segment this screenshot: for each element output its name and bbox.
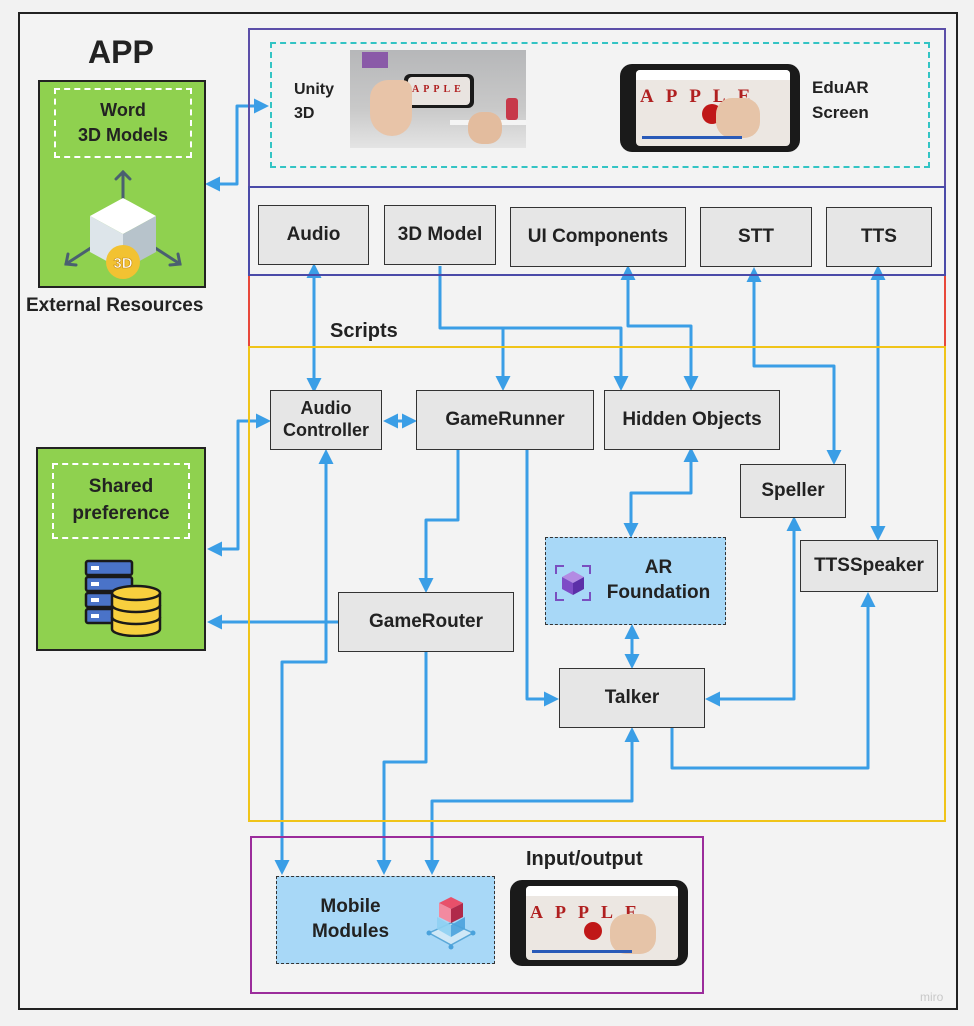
io-title: Input/output [526, 848, 643, 870]
held-phone: APPLE [404, 74, 474, 108]
eduar-phone-screen: APPLE [636, 70, 790, 146]
scripts-section [248, 346, 946, 822]
eduar-phone: APPLE [620, 64, 800, 152]
ar-foundation-cube-icon [555, 565, 591, 601]
hand-left [370, 80, 412, 136]
io-hand [610, 914, 656, 954]
io-word: APPLE [530, 902, 650, 922]
held-phone-word: APPLE [412, 84, 465, 95]
miro-watermark: miro [920, 990, 944, 1004]
components-section [248, 186, 946, 276]
app-title: APP [88, 34, 154, 70]
io-phone-screen: APPLE [526, 886, 678, 960]
stt-component: STT [700, 207, 812, 267]
connector-gamerunner-talker [525, 450, 559, 707]
connector-pref-controller [207, 413, 271, 557]
held-phone-screen: APPLE [408, 77, 470, 105]
database-server-icon [84, 559, 162, 637]
ttsspeaker-box: TTSSpeaker [800, 540, 938, 592]
external-resources-caption: External Resources [26, 295, 204, 316]
scripts-red-edge [248, 276, 946, 346]
scripts-title: Scripts [330, 320, 398, 342]
eduar-screen-label: EduAR Screen [812, 78, 869, 122]
hand-right [468, 112, 502, 144]
connector-controller-mobile [274, 449, 334, 875]
shared-preference-label: Shared preference [52, 463, 190, 539]
unity-3d-label: Unity 3D [294, 81, 334, 122]
io-phone: APPLE [510, 880, 688, 966]
cube-badge-text: 3D [113, 255, 132, 272]
eduar-hand [716, 98, 760, 138]
connector-hidden-ar [623, 447, 699, 538]
desk-bottle [506, 98, 518, 120]
connector-ui-hidden [620, 265, 699, 391]
3d-model-component: 3D Model [384, 205, 496, 265]
3d-cube-icon: 3D [64, 169, 182, 279]
ui-components-component: UI Components [510, 207, 686, 267]
connector-router-mobile [376, 652, 428, 875]
eduar-top-bar [636, 70, 790, 80]
connector-speller-talker [705, 516, 802, 707]
shared-preference-panel: Shared preference [36, 447, 206, 651]
mobile-modules-label: Mobile Modules [311, 896, 390, 942]
ar-foundation-label: AR Foundation [606, 557, 711, 603]
word-3d-models-box: Word 3D Models [54, 88, 192, 158]
io-apple [584, 922, 602, 940]
external-resources-panel: Word 3D Models 3D [38, 80, 206, 288]
eduar-bottom-bar [642, 136, 742, 139]
audio-component: Audio [258, 205, 369, 265]
gamerunner-box: GameRunner [416, 390, 594, 450]
io-section [250, 836, 704, 994]
gamerouter-box: GameRouter [338, 592, 514, 652]
io-top-bar [526, 886, 678, 896]
io-bottom-bar [532, 950, 632, 953]
modules-cube-icon [426, 897, 476, 950]
wall-poster [362, 52, 388, 68]
connector-stt-speller [746, 267, 842, 465]
hidden-objects-box: Hidden Objects [604, 390, 780, 450]
speller-box: Speller [740, 464, 846, 518]
mobile-modules-box: Mobile Modules [276, 876, 495, 964]
connector-gamerunner-router [418, 450, 460, 593]
ar-foundation-box: AR Foundation [545, 537, 726, 625]
unity-photo: APPLE [350, 50, 526, 148]
talker-box: Talker [559, 668, 705, 728]
audio-controller-box: Audio Controller [270, 390, 382, 450]
screen-inner-dashed [270, 42, 930, 168]
connector-talker-speaker [670, 592, 876, 770]
connector-resources-screen [205, 98, 269, 192]
connector-model-gamerunner [438, 266, 511, 391]
tts-component: TTS [826, 207, 932, 267]
